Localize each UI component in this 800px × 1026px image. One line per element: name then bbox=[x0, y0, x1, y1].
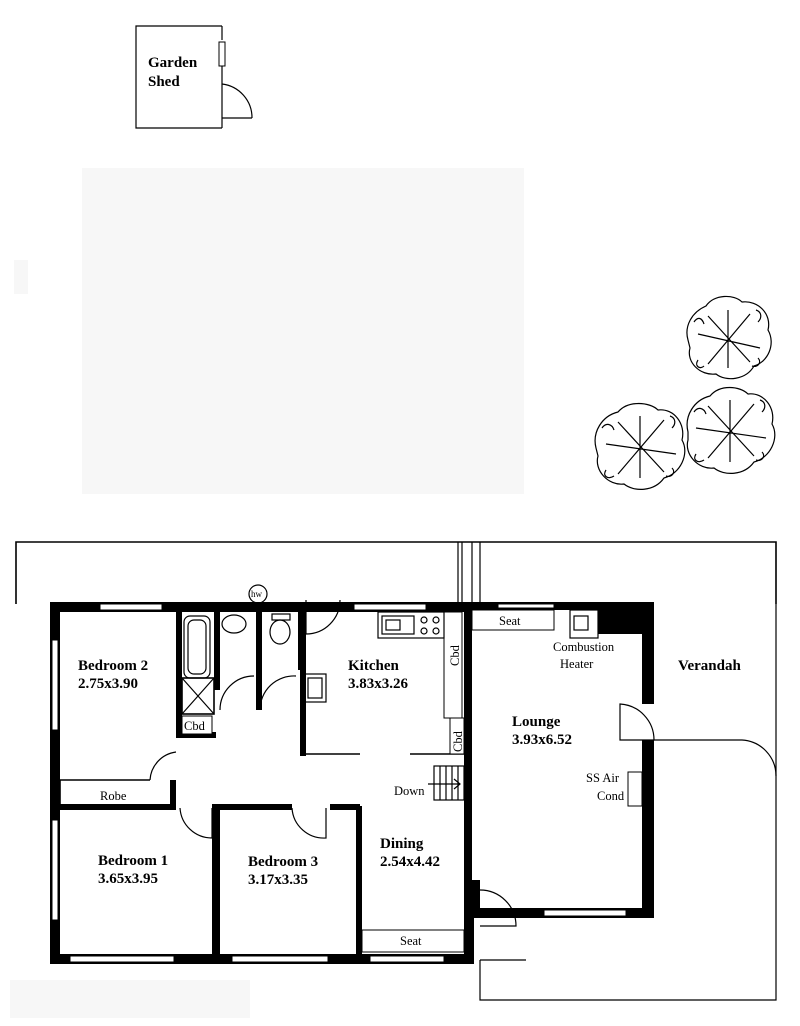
exterior-walls bbox=[50, 602, 654, 964]
doors bbox=[149, 599, 777, 961]
dining-size: 2.54x4.42 bbox=[380, 854, 440, 870]
down-label: Down bbox=[394, 784, 425, 798]
bedroom1-name: Bedroom 1 bbox=[98, 853, 168, 869]
blank-area bbox=[82, 168, 524, 494]
aircond-label-line1: SS Air bbox=[586, 771, 620, 785]
tree-icon bbox=[686, 295, 772, 380]
lounge-size: 3.93x6.52 bbox=[512, 732, 572, 748]
tree-icon bbox=[686, 386, 776, 474]
heater-label-line1: Combustion bbox=[553, 640, 615, 654]
bedroom1-size: 3.65x3.95 bbox=[98, 871, 158, 887]
bedroom3-name: Bedroom 3 bbox=[248, 854, 318, 870]
lounge-fixtures: Seat Combustion Heater SS Air Cond Seat … bbox=[100, 609, 643, 953]
blank-mark bbox=[14, 260, 28, 294]
lounge-name: Lounge bbox=[512, 714, 561, 730]
kitchen-size: 3.83x3.26 bbox=[348, 676, 409, 692]
dining-name: Dining bbox=[380, 836, 424, 852]
shed-label-line1: Garden bbox=[148, 55, 198, 71]
bedroom3-size: 3.17x3.35 bbox=[248, 872, 308, 888]
blank-footer bbox=[10, 980, 250, 1018]
bathroom-fixtures: Cbd hw bbox=[181, 584, 291, 735]
aircond-label-line2: Cond bbox=[597, 789, 625, 803]
garden-shed: Garden Shed bbox=[135, 25, 253, 129]
room-labels: Bedroom 2 2.75x3.90 Bedroom 1 3.65x3.95 … bbox=[78, 658, 741, 888]
rear-paving bbox=[15, 541, 777, 1001]
robe-label: Robe bbox=[100, 789, 127, 803]
shed-label-line2: Shed bbox=[148, 74, 180, 90]
bedroom2-size: 2.75x3.90 bbox=[78, 676, 138, 692]
stairs: Down bbox=[394, 765, 465, 801]
cbd-kitchen-label-2: Cbd bbox=[451, 730, 465, 752]
seat-top-label: Seat bbox=[499, 614, 521, 628]
heater-label-line2: Heater bbox=[560, 657, 594, 671]
tree-icon bbox=[594, 402, 686, 490]
seat-bottom-label: Seat bbox=[400, 934, 422, 948]
bedroom2-name: Bedroom 2 bbox=[78, 658, 148, 674]
hw-label: hw bbox=[251, 589, 263, 599]
kitchen-name: Kitchen bbox=[348, 658, 399, 674]
interior-walls bbox=[59, 610, 465, 958]
cbd-kitchen-label-1: Cbd bbox=[448, 644, 462, 666]
kitchen-fixtures: Cbd Cbd bbox=[303, 611, 465, 752]
cbd-bath-label: Cbd bbox=[184, 719, 206, 733]
verandah-label: Verandah bbox=[678, 658, 741, 674]
